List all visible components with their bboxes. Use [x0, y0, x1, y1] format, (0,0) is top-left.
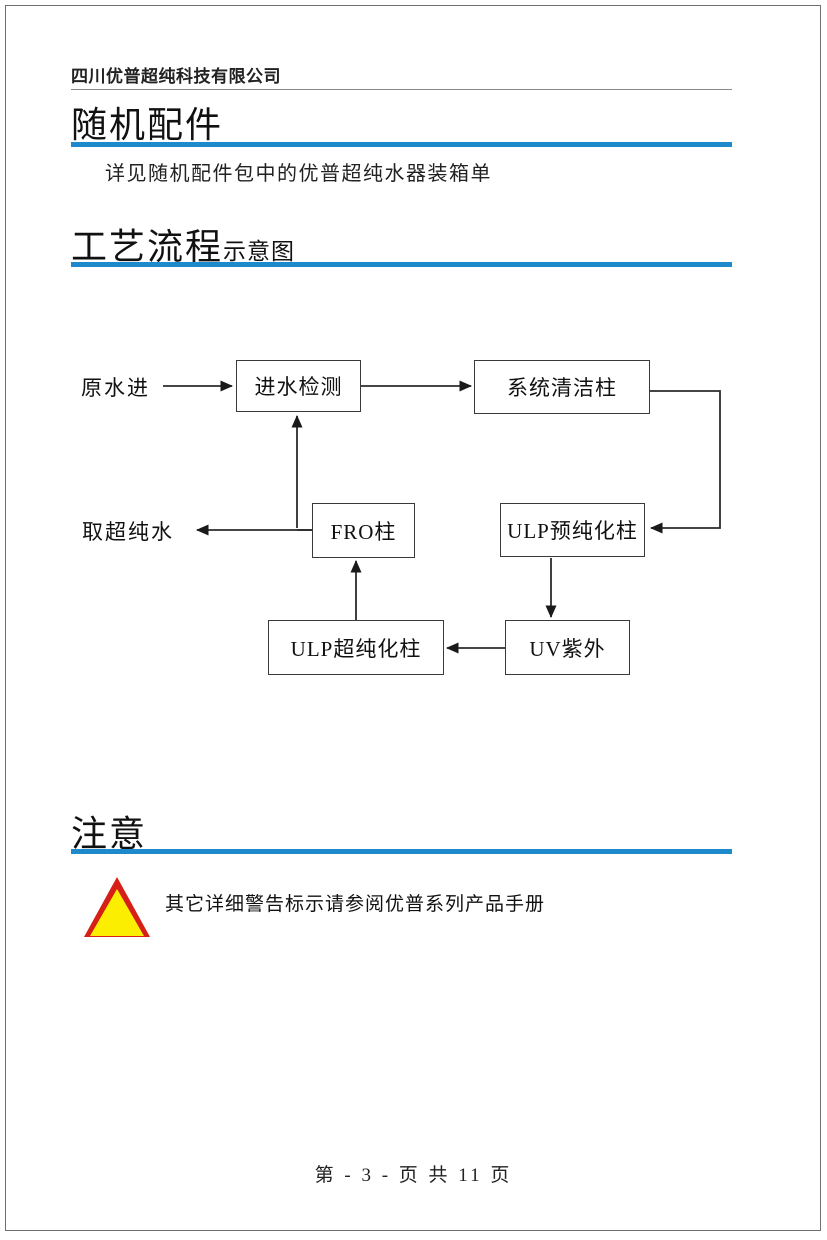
- section-body-accessories: 详见随机配件包中的优普超纯水器装箱单: [105, 163, 492, 185]
- company-header: 四川优普超纯科技有限公司: [71, 67, 281, 86]
- flow-label-outlet: 取超纯水: [82, 520, 174, 544]
- flow-box-uv[interactable]: UV紫外: [505, 620, 630, 675]
- warning-triangle-inner: [90, 889, 144, 936]
- section-heading-notice: 注意: [71, 805, 147, 857]
- section-heading-process-main: 工艺流程: [71, 227, 224, 267]
- section-rule-notice: [71, 849, 732, 854]
- section-heading-process: 工艺流程示意图: [71, 218, 295, 270]
- header-divider: [71, 89, 732, 90]
- flow-box-pre-purify-column[interactable]: ULP预纯化柱: [500, 503, 645, 557]
- section-rule-process: [71, 262, 732, 267]
- section-heading-accessories: 随机配件: [71, 96, 223, 148]
- page-border: [5, 5, 821, 1231]
- page-footer: 第 - 3 - 页 共 11 页: [314, 1165, 513, 1186]
- flow-box-feed-check[interactable]: 进水检测: [236, 360, 361, 412]
- section-heading-notice-main: 注意: [71, 814, 148, 854]
- flow-label-inlet: 原水进: [81, 376, 150, 400]
- flow-box-clean-column[interactable]: 系统清洁柱: [474, 360, 650, 414]
- flow-box-fro-column[interactable]: FRO柱: [312, 503, 415, 558]
- section-rule-accessories: [71, 142, 732, 147]
- flow-box-ultra-purify-column[interactable]: ULP超纯化柱: [268, 620, 444, 675]
- section-heading-process-sub: 示意图: [223, 239, 296, 264]
- section-heading-accessories-main: 随机配件: [71, 105, 224, 145]
- notice-text: 其它详细警告标示请参阅优普系列产品手册: [165, 894, 546, 915]
